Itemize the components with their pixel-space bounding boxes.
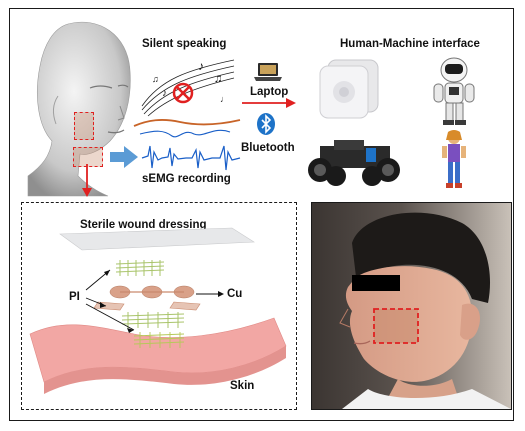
person-photo (312, 203, 511, 409)
electrode-patch-lower (73, 147, 103, 167)
humanoid-robot-icon (433, 57, 475, 125)
svg-text:♩: ♩ (220, 94, 229, 104)
speaker-device-icon (319, 59, 379, 119)
game-character-icon (442, 130, 466, 188)
svg-text:♪: ♪ (162, 88, 167, 99)
outer-frame (9, 8, 514, 421)
svg-text:♫: ♫ (152, 74, 159, 84)
bluetooth-icon (257, 113, 275, 135)
dressing-panel-frame (21, 202, 297, 410)
blue-right-arrow (110, 146, 138, 168)
dressing-title: Sterile wound dressing (80, 219, 207, 231)
svg-text:♫: ♫ (214, 73, 222, 85)
electrode-patch-upper (74, 112, 94, 140)
dressing-layers-graphic (29, 227, 287, 394)
photo-panel (311, 202, 512, 410)
no-sound-icon (172, 82, 194, 104)
pi-label: PI (69, 291, 80, 303)
bluetooth-label: Bluetooth (241, 142, 295, 154)
red-down-arrow (82, 164, 92, 197)
hmi-label: Human-Machine interface (340, 38, 480, 50)
laptop-label: Laptop (250, 86, 289, 98)
skin-label: Skin (230, 380, 255, 392)
red-right-arrow (242, 98, 296, 108)
svg-text:♪: ♪ (198, 59, 204, 73)
cu-label: Cu (227, 288, 243, 300)
silent-speaking-label: Silent speaking (142, 38, 227, 50)
laptop-icon (254, 63, 282, 81)
head-icon (27, 21, 131, 197)
robot-car-icon (308, 140, 400, 186)
semg-recording-label: sEMG recording (142, 173, 231, 185)
semg-signal-graphic (133, 119, 241, 171)
